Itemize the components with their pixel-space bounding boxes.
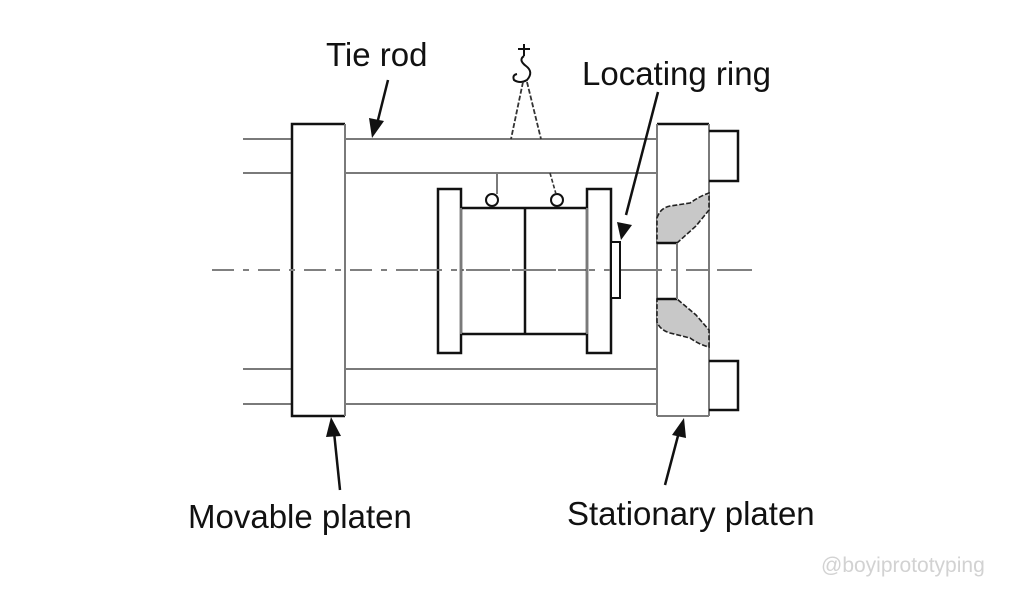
movable-platen xyxy=(212,122,440,418)
tie-rod-upper xyxy=(243,138,657,174)
locating-ring xyxy=(610,241,621,299)
eye-bolt-right xyxy=(550,193,564,207)
mold xyxy=(420,172,640,355)
eye-bolt-left xyxy=(485,193,499,207)
arrow-stationary-platen xyxy=(663,418,686,486)
arrow-movable-platen xyxy=(326,417,342,491)
arrow-locating-ring xyxy=(617,91,660,240)
label-movable-platen: Movable platen xyxy=(188,498,412,535)
arrow-tie-rod xyxy=(369,79,390,138)
crane-hook xyxy=(510,44,542,140)
tie-rod-nut-lower xyxy=(709,359,740,412)
nozzle-seat-upper xyxy=(656,191,710,244)
tie-rod-lower xyxy=(243,368,657,405)
label-stationary-platen: Stationary platen xyxy=(567,495,815,532)
label-locating-ring: Locating ring xyxy=(582,55,771,92)
tie-rod-nut-upper xyxy=(709,129,740,183)
nozzle-seat-lower xyxy=(656,298,710,348)
label-tie-rod: Tie rod xyxy=(326,36,427,73)
stationary-platen xyxy=(640,122,752,417)
watermark: @boyiprototyping xyxy=(821,554,985,577)
